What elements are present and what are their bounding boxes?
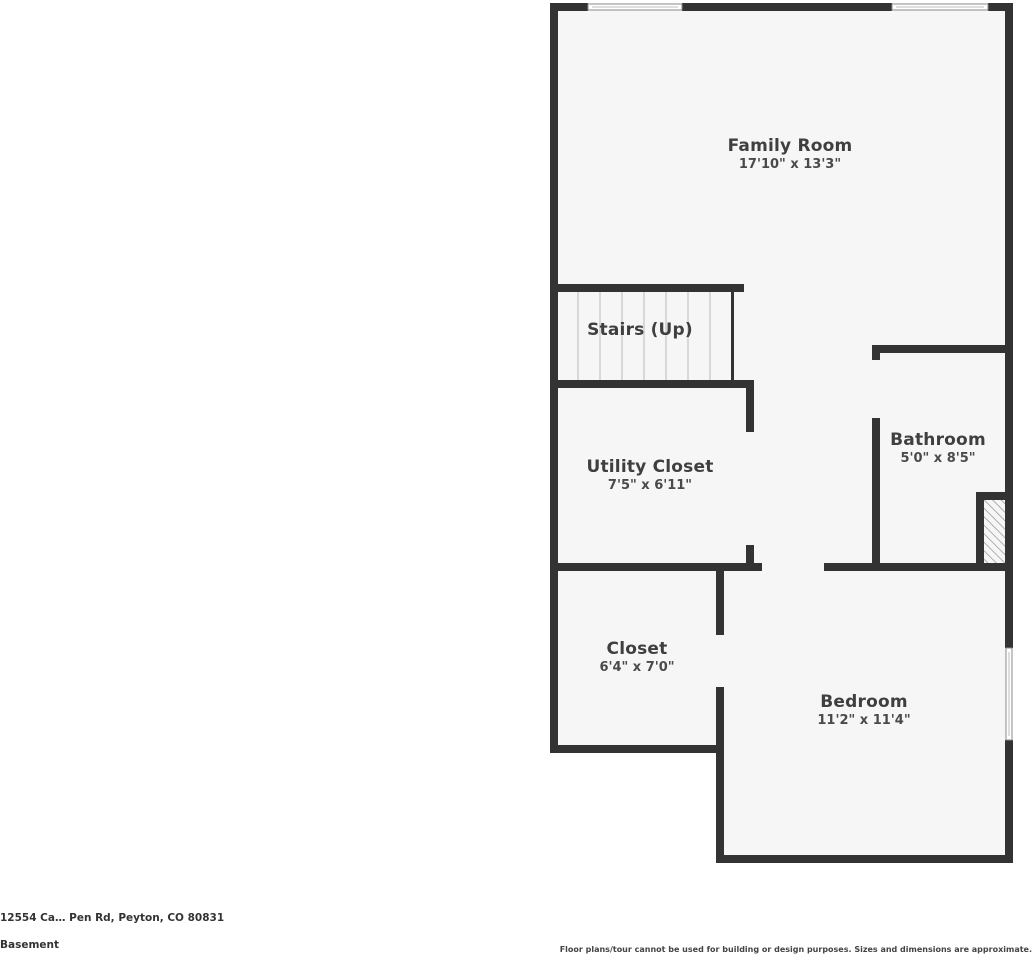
room-dimensions: 5'0" x 8'5"	[900, 451, 976, 466]
room-dimensions: 17'10" x 13'3"	[738, 157, 842, 172]
bathroom-fixture-hatch	[984, 500, 1005, 563]
property-address: 12554 Ca… Pen Rd, Peyton, CO 80831	[0, 912, 225, 924]
room-dimensions: 11'2" x 11'4"	[817, 713, 911, 728]
room-name: Family Room	[727, 136, 853, 156]
floor-closet	[554, 567, 720, 749]
room-name: Bathroom	[890, 430, 986, 450]
floor-bedroom	[720, 567, 1009, 859]
room-name: Stairs (Up)	[587, 320, 693, 340]
room-dimensions: 7'5" x 6'11"	[607, 478, 693, 493]
room-bathroom: Bathroom 5'0" x 8'5"	[890, 430, 986, 468]
room-family-room: Family Room 17'10" x 13'3"	[728, 136, 853, 174]
room-utility-closet: Utility Closet 7'5" x 6'11"	[586, 457, 713, 495]
room-dimensions: 6'4" x 7'0"	[599, 660, 675, 675]
walls	[550, 3, 1013, 863]
room-name: Closet	[606, 639, 668, 659]
room-name: Utility Closet	[586, 457, 714, 477]
room-bedroom: Bedroom 11'2" x 11'4"	[817, 692, 910, 730]
floor-level-label: Basement	[0, 939, 60, 951]
room-closet: Closet 6'4" x 7'0"	[599, 639, 674, 677]
stair-side-rail	[731, 288, 734, 382]
room-name: Bedroom	[820, 692, 908, 712]
room-stairs: Stairs (Up)	[587, 320, 693, 340]
stair-treads	[577, 292, 711, 380]
disclaimer-text: Floor plans/tour cannot be used for buil…	[559, 945, 1032, 954]
